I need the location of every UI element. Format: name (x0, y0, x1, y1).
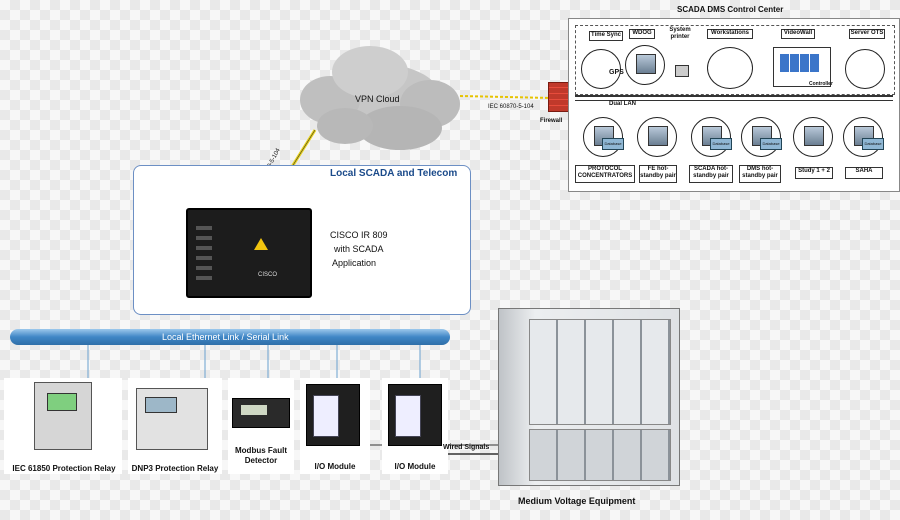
router-ports (196, 220, 212, 280)
dual-lan-label: Dual LAN (609, 101, 636, 107)
server-ots-node (845, 49, 885, 89)
io-module-icon (388, 384, 442, 446)
device-label: IEC 61850 Protection Relay (12, 464, 116, 473)
switchgear-icon (498, 308, 680, 486)
router-brand: CISCO (258, 272, 278, 278)
wired-signals-label: Wired Signals (443, 444, 490, 451)
server-icon (648, 126, 668, 146)
control-center-panel: SCADA DMS Control Center Time Sync WDOG … (568, 5, 900, 192)
device-label: I/O Module (314, 462, 356, 471)
dms-node: Database (741, 117, 782, 157)
top-group-frame (575, 25, 895, 95)
bus-drops (87, 345, 421, 378)
label-wdog: WDOG (629, 29, 655, 39)
fe-node (637, 117, 677, 157)
switchgear-label: Medium Voltage Equipment (518, 496, 636, 506)
gps-label: GPS (609, 69, 624, 76)
ethernet-bus-label: Local Ethernet Link / Serial Link (162, 332, 289, 342)
vpn-cloud-icon (300, 46, 460, 150)
vpn-cloud-label: VPN Cloud (355, 94, 400, 104)
local-scada-title: Local SCADA and Telecom (330, 168, 458, 179)
router-caption-line1: CISCO IR 809 (330, 230, 388, 240)
io-module-card-1: I/O Module (300, 378, 370, 474)
warning-icon (254, 238, 268, 250)
io-module-card-2: I/O Module (382, 378, 448, 474)
database-tag: Database (602, 138, 624, 150)
local-scada-panel: Local SCADA and Telecom CISCO CISCO IR 8… (133, 165, 471, 315)
database-tag: Database (760, 138, 782, 150)
device-label-line: Modbus Fault Detector (235, 446, 287, 465)
server-icon (636, 54, 656, 74)
scada-node: Database (691, 117, 732, 157)
modbus-detector-card: Modbus Fault Detector (228, 378, 294, 474)
label-protocol-concentrators: PROTOCOL CONCENTRATORS (575, 165, 635, 183)
saha-node: Database (843, 117, 884, 157)
label-server-ots: Server OTS (849, 29, 885, 39)
study-node (793, 117, 833, 157)
cloud-firewall-link (459, 95, 553, 99)
workstations-node (707, 47, 753, 89)
relay-device-icon (136, 388, 208, 450)
firewall-label: Firewall (540, 118, 563, 124)
label-study: Study 1 + 2 (795, 167, 833, 179)
controller-label: Controller (809, 81, 833, 87)
dual-lan-line (575, 95, 893, 97)
router-caption-line3: Application (332, 258, 377, 268)
label-scada-pair: SCADA hot-standby pair (689, 165, 733, 183)
relay-device-icon (34, 382, 92, 450)
device-label: DNP3 Protection Relay (131, 464, 219, 473)
wdog-node (625, 45, 665, 85)
time-sync-node (581, 49, 621, 89)
device-label: I/O Module (394, 462, 436, 471)
label-fe-pair: FE hot-standby pair (639, 165, 677, 183)
printer-icon (675, 65, 689, 77)
label-workstations: Workstations (707, 29, 753, 39)
ethernet-bus (10, 329, 450, 345)
label-system-printer: System printer (669, 27, 691, 40)
dnp3-relay-card: DNP3 Protection Relay (128, 378, 222, 474)
fault-detector-icon (232, 398, 290, 428)
label-videowall: VideoWall (781, 29, 815, 39)
iec-link-label: IEC 60870-5-104 (488, 104, 534, 110)
server-icon (804, 126, 824, 146)
videowall-screens-icon (780, 54, 820, 72)
label-time-sync: Time Sync (589, 31, 623, 41)
database-tag: Database (710, 138, 732, 150)
iec61850-relay-card: IEC 61850 Protection Relay (4, 378, 122, 474)
io-module-icon (306, 384, 360, 446)
control-center-title: SCADA DMS Control Center (677, 5, 784, 14)
cisco-router: CISCO (186, 208, 312, 298)
videowall-frame (773, 47, 831, 87)
label-dms-pair: DMS hot-standby pair (739, 165, 781, 183)
label-saha: SAHA (845, 167, 883, 179)
protocol-concentrator-node: Database (583, 117, 624, 157)
router-caption-line2: with SCADA (334, 244, 384, 254)
database-tag: Database (862, 138, 884, 150)
